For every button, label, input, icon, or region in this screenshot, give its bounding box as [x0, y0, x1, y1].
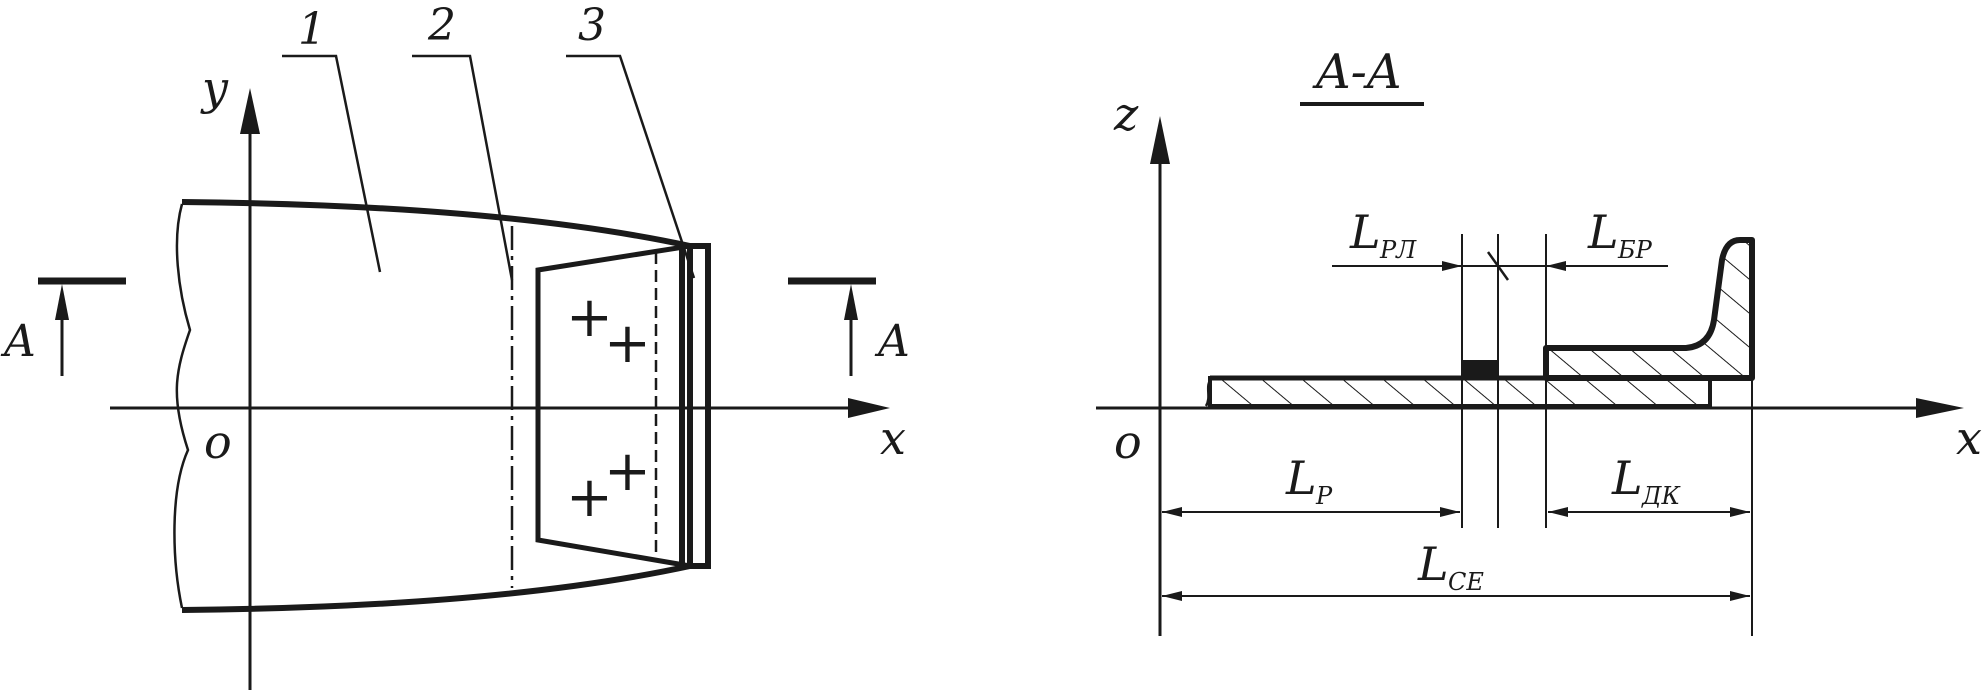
dim-lbr-sub: БР — [1617, 236, 1653, 264]
callout-2-label: 2 — [427, 0, 456, 51]
dim-ldk-sub: ДК — [1641, 482, 1682, 510]
origin-left-label: o — [204, 415, 232, 469]
base-plate — [1208, 376, 1712, 408]
z-axis-arrowhead — [1150, 116, 1170, 164]
plus-mark-3: + — [604, 439, 651, 504]
flange-rect — [679, 243, 711, 569]
dim-ldk-label: L — [1611, 451, 1643, 505]
callout-3-leader — [566, 54, 696, 279]
dim-lp-label: L — [1285, 451, 1317, 505]
plate-outline — [535, 243, 693, 569]
section-left-arrowhead — [55, 284, 69, 320]
callout-1-label: 1 — [298, 4, 326, 55]
flange-section — [1543, 237, 1755, 381]
z-axis-label: z — [1113, 87, 1139, 141]
body-top-edge — [181, 199, 691, 249]
x-axis-left-label: x — [880, 411, 906, 465]
dim-lce-sub: СЕ — [1448, 568, 1484, 596]
plus-mark-4: + — [566, 465, 613, 530]
joint-block — [1462, 360, 1498, 378]
dim-lrl-label: L — [1349, 205, 1381, 259]
section-left-label: A — [0, 316, 36, 367]
section-right-label: A — [874, 316, 910, 367]
body-bottom-edge — [181, 563, 691, 613]
x-axis-left-arrowhead — [848, 398, 890, 418]
left-view: + + + + 1 2 3 y x o A A — [0, 0, 910, 690]
section-title: A-A — [1312, 44, 1402, 100]
callout-1-leader — [282, 54, 382, 273]
callout-3-label: 3 — [578, 0, 606, 51]
dim-lrl-sub: РЛ — [1379, 236, 1417, 264]
dim-lbr-label: L — [1587, 205, 1619, 259]
right-view: A-A z x o L РЛ L БР L — [1096, 44, 1982, 636]
callout-2-leader — [412, 54, 514, 281]
x-axis-right-arrowhead — [1916, 398, 1964, 418]
base-plate-left-break — [1204, 377, 1213, 407]
plus-mark-2: + — [604, 311, 651, 376]
dim-lce-label: L — [1417, 537, 1449, 591]
origin-right-label: o — [1114, 415, 1142, 469]
section-right-arrowhead — [844, 284, 858, 320]
break-line — [173, 203, 192, 609]
dim-lp-sub: Р — [1315, 482, 1333, 510]
y-axis-left-arrowhead — [240, 88, 260, 134]
y-axis-left-label: y — [200, 61, 229, 115]
plus-mark-1: + — [566, 285, 613, 350]
x-axis-right-label: x — [1956, 411, 1982, 465]
